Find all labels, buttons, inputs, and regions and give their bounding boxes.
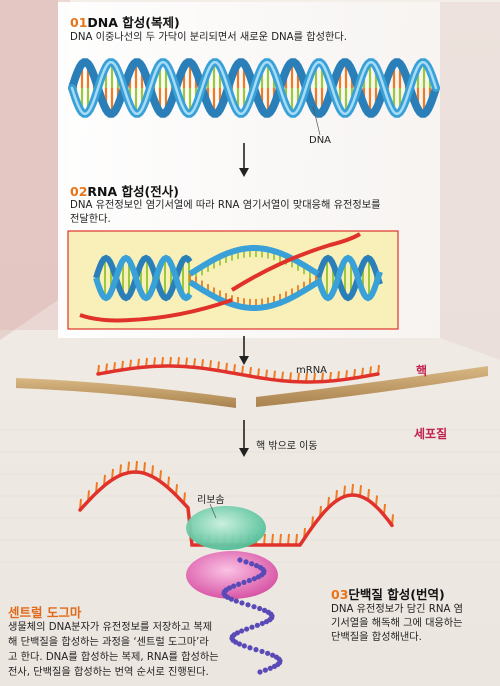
ribosome-label: 리보솜	[197, 495, 225, 506]
transcription-bubble	[79, 232, 383, 323]
step1-title: DNA 합성(복제)	[87, 15, 180, 30]
step3-number: 03	[331, 587, 349, 602]
summary-line-3: 고 한다. DNA를 합성하는 복제, RNA를 합성하는	[8, 652, 219, 663]
ribosome-pointer-line	[209, 503, 217, 519]
step3-description-line-2: 기서열을 해독해 그에 대응하는	[331, 618, 463, 629]
mrna-strand	[96, 356, 380, 384]
step2-title: RNA 합성(전사)	[87, 184, 179, 199]
step3-description-line-1: DNA 유전정보가 담긴 RNA 염	[331, 604, 464, 615]
nuclear-membrane	[16, 366, 488, 408]
step3-heading: 03단백질 합성(번역)	[331, 584, 445, 603]
step2-description-line-1: DNA 유전정보인 염기서열에 따라 RNA 염기서열이 맞대응해 유전정보를	[70, 200, 381, 211]
dna-pointer-line	[312, 105, 321, 136]
nucleus-label: 핵	[416, 364, 428, 378]
step3-description-line-3: 단백질을 합성해낸다.	[331, 632, 422, 643]
protein-chain	[221, 557, 283, 675]
summary-line-2: 해 단백질을 합성하는 과정을 ‘센트럴 도그마’라	[8, 637, 209, 648]
step2-heading: 02RNA 합성(전사)	[70, 181, 179, 200]
export-label: 핵 밖으로 이동	[256, 441, 318, 452]
summary-title: 센트럴 도그마	[8, 605, 82, 620]
down-arrow-1	[239, 143, 249, 177]
dna-label: DNA	[309, 135, 332, 146]
step1-heading: 01DNA 합성(복제)	[70, 12, 180, 31]
summary-line-4: 전사, 단백질을 합성하는 번역 순서로 진행된다.	[8, 667, 209, 678]
down-arrow-2	[239, 336, 249, 365]
ribosome	[186, 506, 278, 599]
step1-description: DNA 이중나선의 두 가닥이 분리되면서 새로운 DNA를 합성한다.	[70, 32, 347, 43]
step1-number: 01	[70, 15, 88, 30]
step3-title: 단백질 합성(번역)	[348, 587, 445, 602]
step2-description-line-2: 전달한다.	[70, 214, 111, 225]
down-arrow-3	[239, 420, 249, 457]
step2-number: 02	[70, 184, 88, 199]
dna-double-helix	[68, 58, 440, 118]
summary-line-1: 생물체의 DNA분자가 유전정보를 저장하고 복제	[8, 622, 213, 633]
mrna-label: mRNA	[296, 365, 328, 376]
cytoplasm-label: 세포질	[414, 427, 448, 441]
